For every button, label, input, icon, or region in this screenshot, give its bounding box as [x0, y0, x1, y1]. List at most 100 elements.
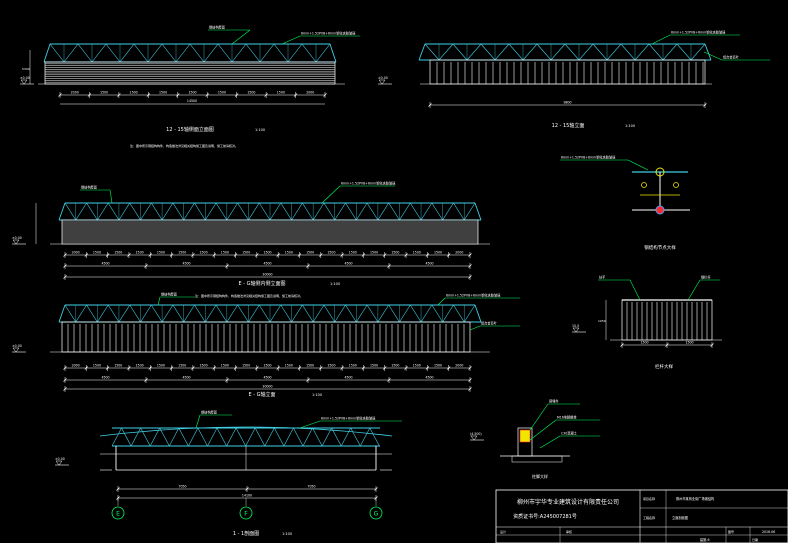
elev4-spans-dim-text: 1500 [93, 364, 101, 368]
elev3-truss-end [58, 202, 66, 221]
rail-dims-tick [620, 343, 624, 347]
sec-scale: 1:100 [282, 532, 292, 536]
elev4-spans-tick [404, 366, 408, 370]
elev4-truss-web [183, 304, 195, 323]
elev4-side-leader [469, 325, 481, 331]
elev3-truss-web [377, 202, 389, 221]
elev4-truss-web [453, 304, 465, 323]
elev1-truss-web [259, 43, 275, 63]
elev4-truss-web [366, 304, 379, 323]
elev1-spans-dim-text: 2000 [71, 91, 79, 95]
elev2-truss-web [606, 43, 622, 61]
elev4-sub-tick [387, 378, 391, 382]
tb-license: 资质证书号:A245007281号 [513, 513, 577, 520]
elev4-spans-tick [84, 366, 89, 370]
elev3-truss-web [345, 202, 357, 221]
elev4-spans-dim-text: 1500 [327, 364, 335, 368]
elev4-truss-web [269, 304, 282, 323]
tb-company: 柳州市宇华专业建筑设计有限责任公司 [517, 498, 619, 506]
elev3-truss-web [107, 202, 120, 221]
elev1-truss-web [105, 43, 121, 63]
elev3-right-leader [321, 185, 341, 204]
elev4-truss-web [140, 304, 152, 323]
elev3-truss-web [258, 202, 271, 221]
elev4-spans-dim-text: 1500 [242, 364, 250, 368]
elev4-spans-tick [148, 366, 153, 370]
elev3-truss-web [161, 202, 174, 221]
elev2-total-tick [703, 103, 707, 107]
rail-left-leader [629, 279, 641, 301]
elev3-top-callout: 钢结构屋面 [81, 185, 97, 190]
elev4-spans-tick [340, 366, 344, 370]
elev4-sub-tick [225, 378, 229, 382]
sec-dims-tick [245, 487, 249, 491]
elev3-truss-web [366, 202, 379, 221]
elev4-truss-web [237, 304, 249, 323]
elev3-spans-tick [446, 253, 451, 257]
sec-web [245, 427, 256, 447]
elev1-truss-web [189, 43, 205, 63]
elev4-spans-dim-text: 1500 [349, 364, 357, 368]
elev4-truss-web [151, 304, 163, 323]
sec-web [216, 427, 227, 447]
tb-label: 审核 [566, 529, 572, 534]
elev2-total-dim-text: 9800 [563, 101, 571, 105]
elev4-spans-tick [191, 366, 195, 370]
elev4-spans-dim-text: 1500 [199, 364, 207, 368]
elev2-truss-web [522, 43, 538, 61]
elev3-spans-tick [105, 253, 110, 257]
elev3-truss-web [140, 202, 152, 221]
elev3-level-text: ±0.00 [12, 236, 22, 240]
elev1-spans-dim-text: 1500 [130, 91, 138, 95]
elev3-truss-web [118, 202, 130, 221]
elev4-truss-web [312, 304, 325, 323]
elev3-spans-dim-text: 1500 [370, 251, 378, 255]
elev4-total-tick [63, 387, 67, 391]
elev2-louver-frame [429, 59, 706, 85]
elev2-title: 12 - 15轴立面 [552, 122, 585, 129]
elev1-truss-web [231, 43, 247, 63]
elev1-truss-web [161, 43, 177, 63]
elev4-spans-dim-text: 1500 [263, 364, 271, 368]
rail-level-mark [572, 327, 580, 333]
elev2-scale: 1:100 [625, 124, 635, 128]
elev1-level-text: ±0.00 [20, 76, 30, 80]
elev1-truss-web [217, 43, 233, 63]
node-ring [655, 167, 665, 177]
elev1-truss-web [119, 43, 135, 63]
elev3-spans-dim-text: 1500 [157, 251, 165, 255]
elev4-spans-tick [212, 366, 216, 370]
rail-right-callout: 钢栏杆 [701, 275, 711, 280]
elev4-truss-web [399, 304, 411, 323]
elev1-spans-tick [117, 93, 121, 97]
elev1-top-callout: 钢结构屋面 [209, 25, 225, 30]
elev3-top-leader [109, 189, 113, 204]
elev4-spans-tick [425, 366, 430, 370]
elev4-spans-dim-text: 1500 [178, 364, 186, 368]
rail-left-callout: 扶手 [599, 275, 606, 280]
elev3-truss-web [205, 202, 217, 221]
elev1-spans-dim-text: 1500 [218, 91, 226, 95]
elev3-truss-end [474, 202, 482, 221]
sec-web [226, 427, 237, 447]
elev3-sub-tick [225, 264, 229, 268]
elev1-spans-tick [58, 93, 62, 97]
sec-web [321, 427, 332, 447]
elev1-truss-web [63, 43, 79, 63]
elev3-spans-dim-text: 1500 [242, 251, 250, 255]
elev3-truss-web [172, 202, 184, 221]
elev4-spans-tick [297, 366, 302, 370]
elev2-truss-web [620, 43, 636, 61]
elev2-truss-web [536, 43, 552, 61]
elev3-spans-tick [382, 253, 387, 257]
elev3-truss-web [410, 202, 422, 221]
elev1-scale: 1:100 [255, 128, 265, 132]
elev4-spans-tick [361, 366, 366, 370]
elev4-spans-dim-text: 2000 [72, 364, 80, 368]
rail-dims-tick [710, 343, 714, 347]
sec-web [188, 427, 199, 447]
elev4-spans-tick [382, 366, 387, 370]
elev1-truss-end [43, 43, 51, 63]
elev4-total-dim-text: 30000 [262, 385, 272, 389]
